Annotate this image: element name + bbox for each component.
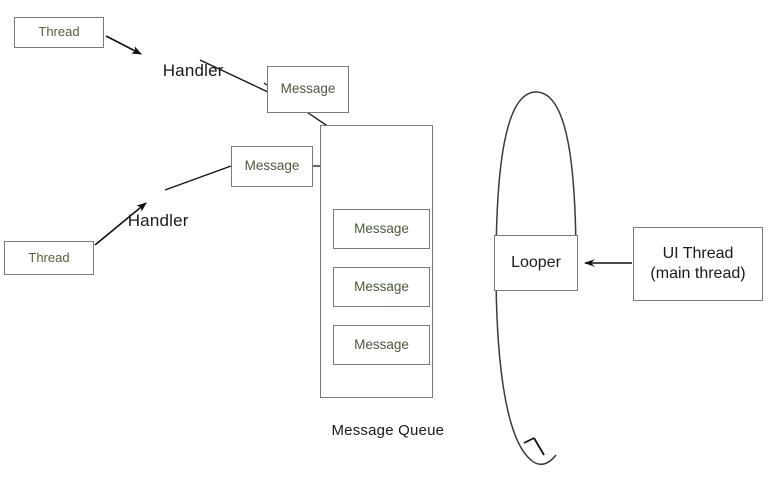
node-queue-message-1-label: Message — [354, 220, 409, 236]
watermark-dev2qa: dev2qa.com — [549, 452, 776, 501]
node-ui-thread-line1: UI Thread — [662, 245, 734, 262]
node-queue-message-3[interactable]: Message — [333, 325, 430, 365]
node-looper-label: Looper — [511, 254, 561, 271]
node-thread-top-label: Thread — [38, 24, 80, 40]
label-message-queue-text: Message Queue — [331, 422, 445, 439]
node-queue-message-2[interactable]: Message — [333, 267, 430, 307]
arrow-thread-bottom-to-handler-bottom — [94, 202, 147, 246]
node-thread-bottom[interactable]: Thread — [4, 241, 94, 275]
node-queue-message-2-label: Message — [354, 278, 409, 294]
label-handler-top-text: Handler — [162, 61, 224, 80]
node-ui-thread-line2: (main thread) — [650, 265, 746, 282]
label-handler-top: Handler — [143, 41, 224, 101]
node-queue-message-3-label: Message — [354, 336, 409, 352]
node-thread-bottom-label: Thread — [28, 249, 70, 265]
looper-loop-arrowhead — [523, 437, 545, 456]
node-ui-thread[interactable]: UI Thread (main thread) — [633, 227, 763, 301]
label-message-queue: Message Queue — [314, 405, 444, 456]
label-handler-bottom: Handler — [108, 191, 189, 251]
line-handler-top-to-message-top — [199, 59, 269, 93]
label-handler-bottom-text: Handler — [127, 211, 189, 230]
node-message-incoming-bottom-label: Message — [244, 158, 300, 174]
node-looper[interactable]: Looper — [494, 235, 578, 291]
node-queue-message-1[interactable]: Message — [333, 209, 430, 249]
node-message-incoming-bottom[interactable]: Message — [231, 146, 313, 187]
node-thread-top[interactable]: Thread — [14, 17, 104, 48]
node-message-incoming-top[interactable]: Message — [267, 66, 349, 113]
arrow-thread-top-to-handler-top — [105, 35, 142, 55]
node-message-incoming-top-label: Message — [280, 81, 336, 97]
line-handler-bottom-to-message-bottom — [164, 165, 232, 191]
looper-loop-arrow — [495, 91, 577, 466]
